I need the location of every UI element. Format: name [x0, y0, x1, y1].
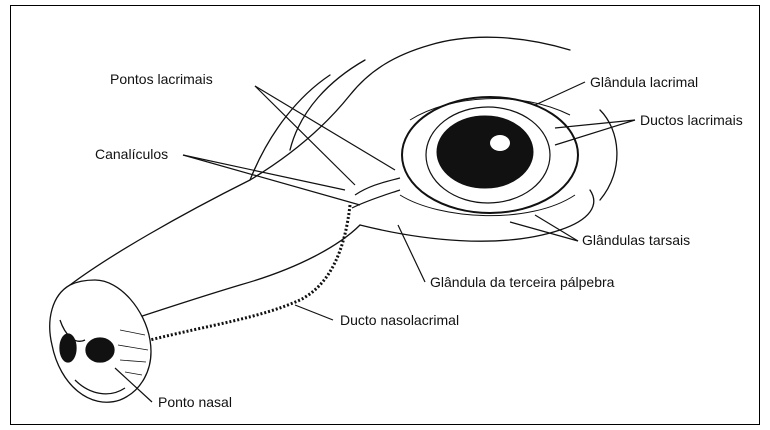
canaliculi — [352, 178, 400, 208]
eye — [400, 97, 578, 216]
nose — [50, 280, 151, 402]
nasolacrimal-duct — [150, 205, 350, 340]
label-glandula-lacrimal: Glândula lacrimal — [590, 75, 698, 89]
label-ductos-lacrimais: Ductos lacrimais — [640, 113, 743, 127]
label-glandula-terceira-palpebra: Glândula da terceira pálpebra — [430, 275, 614, 289]
label-ducto-nasolacrimal: Ducto nasolacrimal — [340, 313, 459, 327]
label-glandulas-tarsais: Glândulas tarsais — [582, 233, 690, 247]
label-canaliculos: Canalículos — [95, 147, 168, 161]
label-pontos-lacrimais: Pontos lacrimais — [110, 72, 213, 86]
label-ponto-nasal: Ponto nasal — [158, 395, 232, 409]
